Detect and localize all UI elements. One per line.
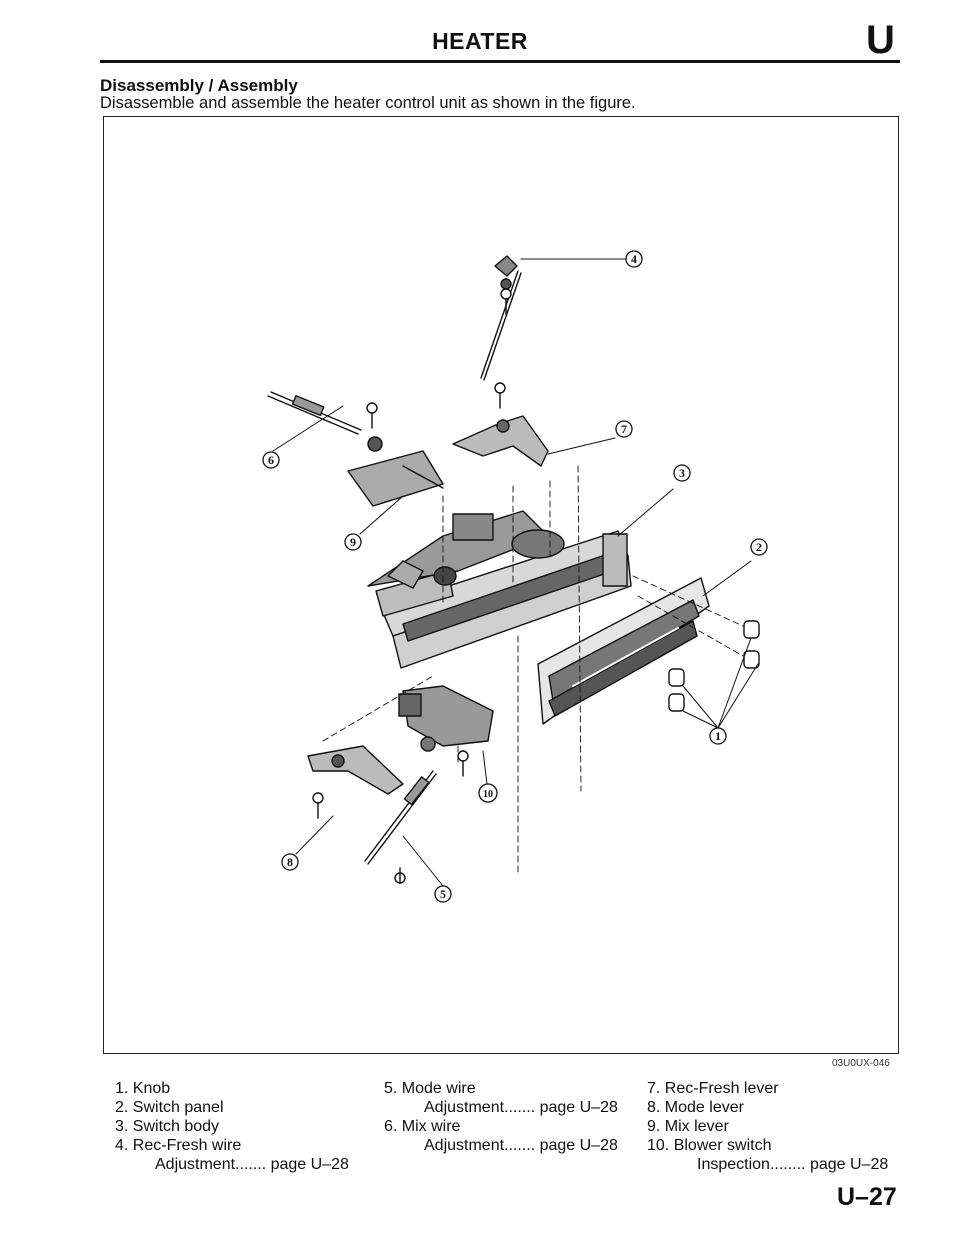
- section-title: Disassembly / Assembly: [100, 76, 298, 95]
- legend-item-switch-panel: 2. Switch panel: [115, 1099, 224, 1116]
- page-header-title: HEATER: [432, 28, 528, 54]
- figure-code: 03U0UX-046: [832, 1058, 890, 1069]
- callout-10: 10: [478, 783, 498, 803]
- legend-item-mode-wire: 5. Mode wire: [384, 1080, 476, 1097]
- svg-text:10: 10: [483, 789, 493, 800]
- legend-item-mix-wire: 6. Mix wire: [384, 1118, 461, 1135]
- svg-text:2: 2: [756, 540, 762, 554]
- legend-item-mix-lever: 9. Mix lever: [647, 1118, 729, 1135]
- callout-leader-lines: [272, 258, 759, 887]
- callout-1: 1: [709, 727, 727, 745]
- mode-lever-part: [307, 745, 404, 795]
- callout-5: 5: [434, 885, 452, 903]
- header-rule: [100, 60, 900, 63]
- callout-3: 3: [673, 464, 691, 482]
- legend-item-rec-fresh-wire: 4. Rec-Fresh wire: [115, 1137, 242, 1154]
- svg-text:8: 8: [287, 855, 293, 869]
- svg-text:6: 6: [268, 453, 274, 467]
- legend-item-switch-body: 3. Switch body: [115, 1118, 220, 1135]
- legend-item-rec-fresh-lever: 7. Rec-Fresh lever: [647, 1080, 779, 1097]
- legend-item-blower-switch: 10. Blower switch: [647, 1137, 772, 1154]
- legend-column-3: 7. Rec-Fresh lever 8. Mode lever 9. Mix …: [647, 1079, 888, 1174]
- mode-wire-part: [364, 770, 437, 865]
- svg-text:9: 9: [350, 535, 356, 549]
- legend-column-1: 1. Knob 2. Switch panel 3. Switch body 4…: [115, 1079, 349, 1174]
- switch-body-part: [367, 510, 632, 669]
- legend-subitem-mode-adjustment: Adjustment....... page U–28: [424, 1099, 618, 1116]
- legend-item-mode-lever: 8. Mode lever: [647, 1099, 744, 1116]
- svg-text:7: 7: [621, 422, 627, 436]
- assembly-guide-lines: [322, 465, 744, 877]
- rec-fresh-lever-part: [452, 415, 549, 467]
- legend-column-2: 5. Mode wire Adjustment....... page U–28…: [384, 1079, 618, 1155]
- callout-4: 4: [625, 250, 643, 268]
- svg-text:4: 4: [631, 252, 637, 266]
- callout-8: 8: [281, 853, 299, 871]
- page-number: U–27: [837, 1183, 897, 1211]
- callout-9: 9: [344, 533, 362, 551]
- svg-text:1: 1: [715, 729, 721, 743]
- callout-7: 7: [615, 420, 633, 438]
- callout-6: 6: [262, 451, 280, 469]
- mix-lever-part: [347, 436, 444, 507]
- legend-subitem-blower-inspection: Inspection........ page U–28: [697, 1156, 889, 1173]
- legend-item-knob: 1. Knob: [115, 1080, 171, 1097]
- rec-fresh-wire-part: [480, 255, 522, 381]
- legend-subitem-mix-adjustment: Adjustment....... page U–28: [424, 1137, 618, 1154]
- section-letter: U: [866, 18, 895, 62]
- blower-switch-part: [398, 685, 494, 752]
- exploded-view-diagram: 1 2 3 4 5 6 7 8 9 10: [262, 250, 768, 903]
- svg-text:3: 3: [679, 466, 685, 480]
- figure-frame: [103, 116, 899, 1054]
- svg-text:5: 5: [440, 887, 446, 901]
- knob-parts: [668, 620, 760, 712]
- callout-markers: 1 2 3 4 5 6 7 8 9 10: [262, 250, 768, 903]
- screw-parts: [312, 288, 512, 884]
- legend-subitem-rec-fresh-adjustment: Adjustment....... page U–28: [155, 1156, 349, 1173]
- switch-panel-part: [537, 577, 710, 725]
- mix-wire-part: [267, 391, 362, 435]
- callout-2: 2: [750, 538, 768, 556]
- section-description: Disassemble and assemble the heater cont…: [100, 94, 636, 112]
